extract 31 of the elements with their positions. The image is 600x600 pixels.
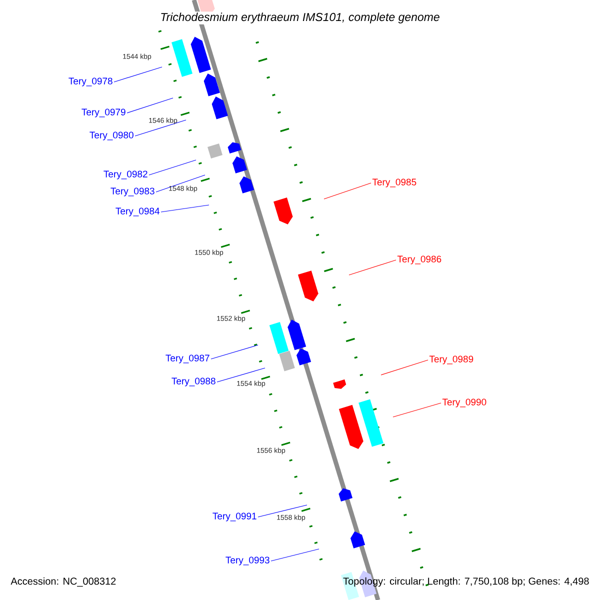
gene-label: Tery_0985 — [372, 178, 416, 188]
leader-line — [160, 204, 210, 212]
gene-label: Tery_0990 — [442, 398, 486, 408]
gene-label: Tery_0980 — [90, 132, 134, 140]
title: Trichodesmium erythraeum IMS101, complete genome — [159, 12, 441, 24]
leader-line — [210, 344, 258, 360]
leader-line — [324, 182, 372, 200]
gene-label: Tery_0987 — [166, 354, 210, 364]
gene-label: Tery_0982 — [104, 170, 148, 180]
leader-line — [392, 402, 442, 418]
leader-line — [270, 548, 320, 562]
gene-label: Tery_0984 — [116, 208, 160, 216]
info-text: Topology: circular; Length: 7,750,108 bp; Genes: 4,498 — [343, 577, 589, 587]
leader-line — [134, 120, 186, 136]
leader-line — [126, 98, 174, 114]
gene-label: Tery_0986 — [397, 256, 442, 264]
gene-label: Tery_0979 — [82, 108, 126, 118]
leader-line — [114, 66, 162, 82]
leader-line — [216, 368, 266, 382]
info-text: Accession: NC_008312 — [10, 577, 116, 587]
leader-line — [348, 260, 396, 276]
leader-line — [156, 174, 206, 192]
gene-label: Tery_0978 — [68, 78, 112, 86]
gene-label: Tery_0983 — [110, 188, 154, 196]
gene-label: Tery_0993 — [226, 556, 270, 566]
leader-line — [380, 360, 428, 376]
gene-label: Tery_0988 — [172, 378, 216, 386]
leader-line — [148, 160, 196, 176]
gene-label: Tery_0989 — [429, 356, 474, 364]
leader-line — [258, 504, 308, 518]
gene-label: Tery_0991 — [212, 512, 256, 522]
